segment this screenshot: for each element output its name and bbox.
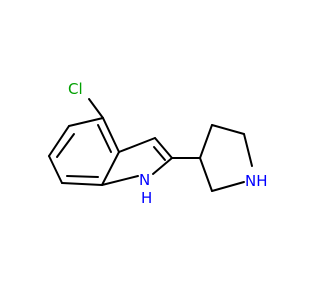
bond-c7-c7a xyxy=(61,182,103,186)
bond-c3-c2-inner xyxy=(153,146,166,161)
chlorine-label: Cl xyxy=(68,80,83,98)
indole-nitrogen-label: N xyxy=(139,171,150,189)
benzene-ring xyxy=(48,117,120,186)
bond-c6-c7 xyxy=(48,155,63,184)
bond-c5-c6-inner xyxy=(56,133,75,158)
bond-c4-c5 xyxy=(68,117,104,127)
bond-c3a-c4-inner xyxy=(97,124,112,153)
bond-c5prime-n xyxy=(243,133,253,167)
indole-nitrogen-hydrogen-label: H xyxy=(141,189,152,207)
bond-c5-c6 xyxy=(48,125,70,157)
pyrrolidine-ring xyxy=(171,124,253,192)
bond-c2-n1 xyxy=(152,157,173,175)
bond-c3prime-c4prime xyxy=(199,124,213,159)
molecule-structure: Cl N H NH xyxy=(48,80,268,207)
bond-c3a-c3 xyxy=(118,137,156,153)
pyrrolidine-nitrogen-label: NH xyxy=(245,172,268,190)
bond-c3-c2 xyxy=(154,137,173,159)
bond-c7a-c3a xyxy=(101,151,120,186)
bond-c2prime-c3prime xyxy=(199,157,213,192)
pyrrole-ring xyxy=(101,137,173,186)
bond-c4-cl xyxy=(88,98,104,119)
bond-n-c2prime xyxy=(211,181,245,192)
bond-c7-c7a-inner xyxy=(66,175,99,178)
bond-n1-c7a xyxy=(101,175,139,186)
bond-c4prime-c5prime xyxy=(211,124,245,135)
structure-canvas: Cl N H NH xyxy=(48,80,268,207)
bond-c3a-c4 xyxy=(102,117,120,153)
